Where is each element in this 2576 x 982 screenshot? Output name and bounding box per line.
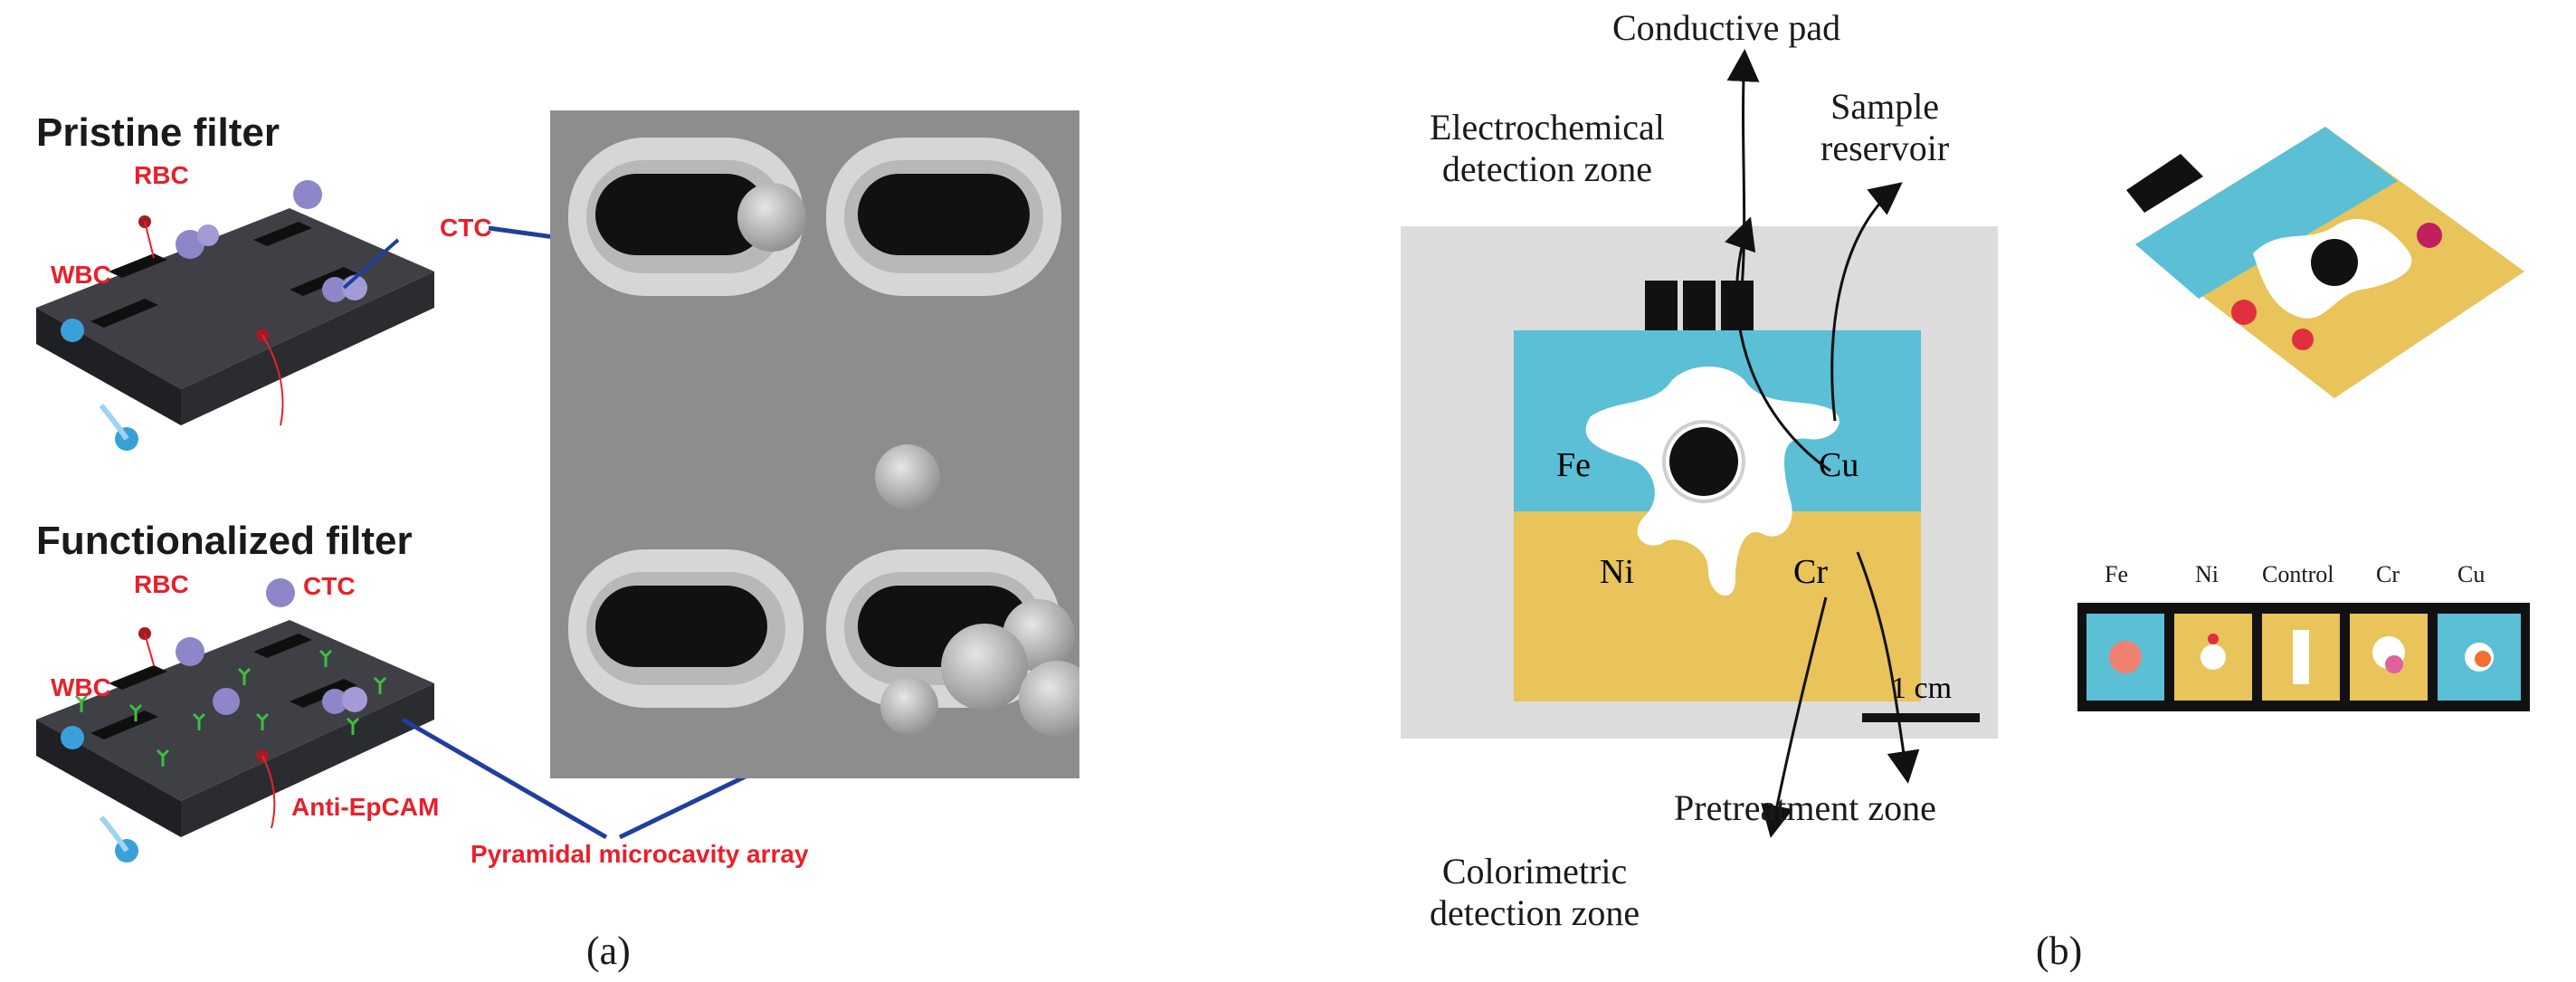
annotation-colorimetric-line1: Colorimetric	[1441, 851, 1628, 891]
label-ni: Ni	[1600, 553, 1634, 591]
label-fe: Fe	[1556, 446, 1591, 484]
label-cu: Cu	[1819, 446, 1859, 484]
annotation-sample-reservoir: Sample reservoir	[1820, 86, 1949, 169]
pristine-filter-title: Pristine filter	[36, 110, 280, 155]
wbc-label-functionalized: WBC	[51, 673, 111, 701]
caption-a: (a)	[586, 929, 631, 973]
annotation-electrochemical-line2: detection zone	[1441, 148, 1652, 189]
functionalized-filter-illustration	[36, 578, 434, 863]
label-cr: Cr	[1793, 553, 1828, 591]
annotation-sample-line1: Sample	[1830, 86, 1940, 127]
sem-micrograph	[550, 110, 1079, 778]
annotation-pretreatment: Pretreatment zone	[1674, 787, 1936, 828]
caption-b: (b)	[2036, 929, 2083, 973]
annotation-arrows	[1725, 49, 1920, 838]
functionalized-filter-title: Functionalized filter	[36, 519, 413, 563]
strip-label-fe: Fe	[2105, 561, 2128, 587]
annotation-conductive-pad: Conductive pad	[1612, 7, 1841, 48]
ctc-label: CTC	[440, 214, 492, 242]
annotation-electrochemical: Electrochemical detection zone	[1430, 107, 1665, 190]
annotation-sample-line2: reservoir	[1820, 128, 1950, 168]
pyramidal-array-label: Pyramidal microcavity array	[471, 840, 809, 868]
annotation-colorimetric: Colorimetric detection zone	[1430, 851, 1640, 934]
pristine-filter-illustration	[36, 180, 434, 451]
color-strip	[2077, 603, 2530, 711]
strip-label-control: Control	[2262, 561, 2334, 587]
wbc-label-pristine: WBC	[51, 261, 111, 289]
array-leader-lines	[401, 717, 753, 840]
anti-epcam-label: Anti-EpCAM	[291, 793, 440, 821]
strip-label-cu: Cu	[2457, 561, 2486, 587]
scale-bar-label: 1 cm	[1891, 672, 1953, 705]
rbc-label-pristine: RBC	[134, 161, 189, 189]
ctc-label-functionalized: CTC	[303, 572, 356, 600]
device-angled-photo	[2126, 127, 2524, 398]
rbc-label-functionalized: RBC	[134, 570, 189, 598]
annotation-electrochemical-line1: Electrochemical	[1430, 107, 1665, 148]
annotation-colorimetric-line2: detection zone	[1430, 892, 1640, 933]
strip-label-cr: Cr	[2376, 561, 2400, 587]
strip-label-ni: Ni	[2195, 561, 2219, 587]
